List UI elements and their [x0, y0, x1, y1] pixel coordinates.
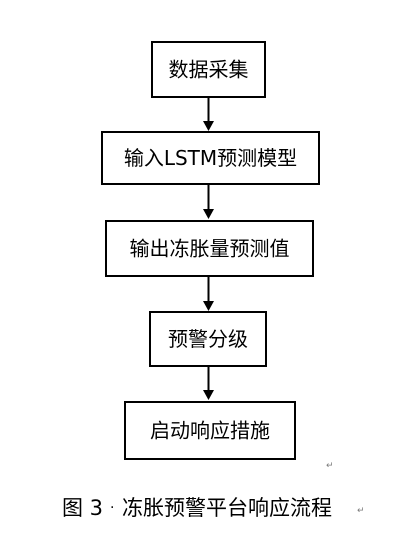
figure-paragraph-mark: ↵ [326, 461, 334, 471]
arrow-collect-to-input [203, 97, 214, 131]
step-output-label: 输出冻胀量预测值 [130, 237, 290, 261]
caption-paragraph-mark: ↵ [357, 506, 365, 516]
step-collect: 数据采集 [151, 41, 266, 98]
step-measures: 启动响应措施 [124, 401, 296, 460]
step-output-box [105, 220, 314, 277]
step-output: 输出冻胀量预测值 [105, 220, 314, 277]
figure-caption: 图 3 · 冻胀预警平台响应流程 ↵ [62, 496, 365, 520]
step-collect-label: 数据采集 [169, 58, 249, 82]
step-grade-label: 预警分级 [168, 327, 248, 351]
caption-dot: · [110, 500, 114, 516]
step-input: 输入LSTM预测模型 [101, 131, 320, 185]
step-input-label: 输入LSTM预测模型 [124, 146, 297, 170]
step-measures-box [124, 401, 296, 460]
step-grade: 预警分级 [149, 311, 267, 367]
step-input-box [101, 131, 320, 185]
arrow-input-to-output [203, 184, 214, 219]
step-collect-box [151, 41, 266, 98]
arrow-grade-to-measures [203, 366, 214, 400]
caption-title: 冻胀预警平台响应流程 [122, 496, 332, 520]
caption-prefix: 图 3 [62, 496, 103, 520]
step-measures-label: 启动响应措施 [150, 419, 270, 443]
arrow-output-to-grade [203, 276, 214, 311]
